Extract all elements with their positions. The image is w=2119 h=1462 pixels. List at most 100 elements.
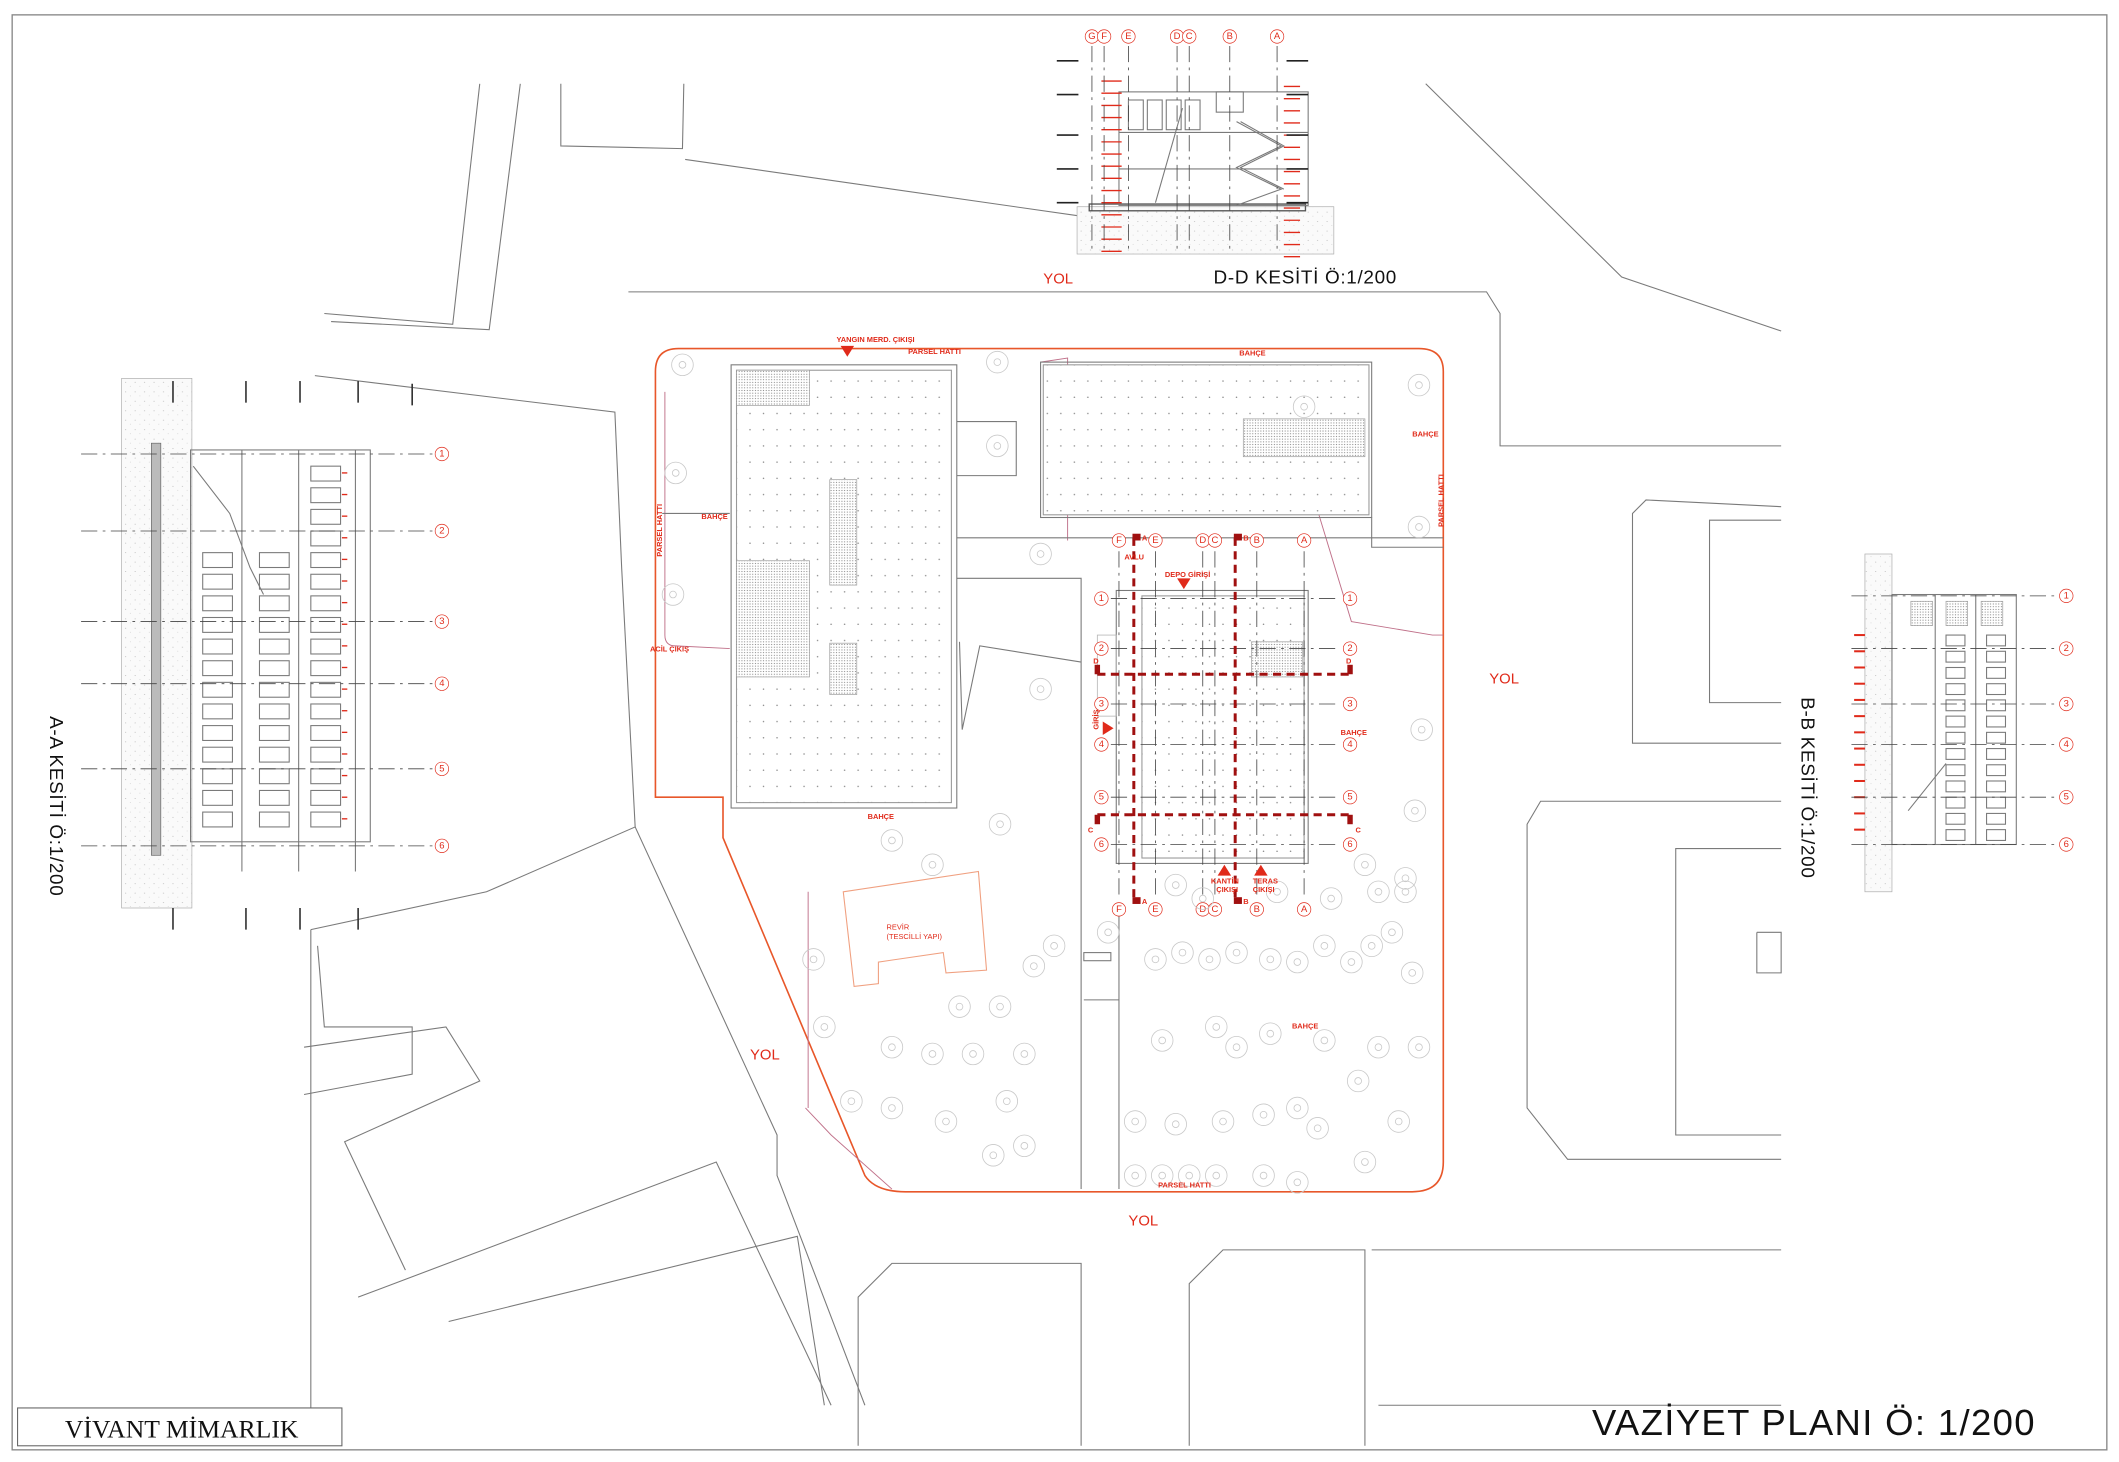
tree-icon <box>1252 1103 1275 1126</box>
terrace-exit-label: ÇIKIŞI <box>1253 885 1275 894</box>
bb-grid-row-2-label: 2 <box>2064 643 2069 654</box>
tree-icon <box>1292 395 1316 418</box>
aa-grid-row-1-label: 1 <box>439 449 444 460</box>
grid-column-A: A <box>1297 902 1312 917</box>
garden-label: BAHÇE <box>868 812 894 821</box>
trees <box>661 350 1433 1194</box>
tree-icon <box>802 948 825 971</box>
tree-icon <box>1096 921 1120 944</box>
tree-icon <box>1313 1029 1336 1052</box>
aa-grid-row-4-label: 4 <box>439 678 444 689</box>
grid-row-5-label: 5 <box>1099 792 1104 803</box>
grid-row-1: 1 <box>1094 591 1109 606</box>
garden-label: BAHÇE <box>1239 348 1265 357</box>
tree-icon <box>1319 887 1343 910</box>
context-lines <box>303 83 1782 1446</box>
cut-label-a: A <box>1142 897 1148 906</box>
bb-grid-row-5-label: 5 <box>2064 792 2069 803</box>
tree-icon <box>988 813 1012 836</box>
tree-icon <box>1123 1164 1147 1187</box>
garden-label: BAHÇE <box>701 512 727 521</box>
tree-icon <box>1387 1110 1410 1133</box>
grid-row-2: 2 <box>1094 641 1109 656</box>
road-label: YOL <box>1128 1214 1158 1230</box>
dd-grid-column-A-label: A <box>1274 31 1281 42</box>
grid-column-E: E <box>1148 533 1163 548</box>
bb-grid-row-1-label: 1 <box>2064 590 2069 601</box>
tree-icon <box>1252 1164 1275 1187</box>
aa-grid-row-6-label: 6 <box>439 840 444 851</box>
tree-icon <box>1367 880 1390 904</box>
bb-grid-row-3-label: 3 <box>2064 698 2069 709</box>
grid-column-C-label: C <box>1211 904 1218 915</box>
grid-column-A-label: A <box>1301 904 1308 915</box>
aa-grid-row-2-label: 2 <box>439 526 444 537</box>
tree-icon <box>1225 1035 1248 1059</box>
canteen-exit-label: ÇIKIŞI <box>1216 885 1238 894</box>
tree-icon <box>661 583 685 606</box>
fire-exit-arrow-icon <box>840 345 855 357</box>
grid-row-6: 6 <box>1342 837 1358 852</box>
cut-label-b: B <box>1243 533 1249 542</box>
grid-column-F-label: F <box>1116 535 1122 546</box>
tree-icon <box>1211 1110 1235 1133</box>
tree-icon <box>1410 718 1433 741</box>
grid-column-F-label: F <box>1116 904 1122 915</box>
tree-icon <box>1306 1117 1329 1140</box>
dd-grid-column-E-label: E <box>1125 31 1131 42</box>
grid-row-1-label: 1 <box>1099 593 1104 604</box>
firm-title-box <box>17 1407 343 1447</box>
dd-grid-column-B: B <box>1222 29 1237 44</box>
fire-exit-label: YANGIN MERD. ÇIKIŞI <box>837 335 915 344</box>
firm-name: VİVANT MİMARLIK <box>65 1415 299 1444</box>
dd-grid-column-A: A <box>1269 29 1285 44</box>
tree-icon <box>880 1096 904 1120</box>
aa-grid-row-5-label: 5 <box>439 763 444 774</box>
tree-icon <box>1313 934 1336 958</box>
emergency-exit-label: ACİL ÇIKIŞ <box>650 644 689 653</box>
grid-row-6: 6 <box>1094 837 1109 852</box>
parcel-line-label: PARSEL HATTI <box>1158 1181 1211 1190</box>
garden-label: BAHÇE <box>1292 1021 1318 1030</box>
grid-row-6-label: 6 <box>1099 839 1104 850</box>
dd-grid-column-E: E <box>1121 29 1136 44</box>
grid-column-A-label: A <box>1301 535 1308 546</box>
tree-icon <box>1380 921 1404 944</box>
tree-icon <box>1123 1110 1147 1133</box>
tree-icon <box>1144 948 1167 971</box>
grid-row-4-label: 4 <box>1099 739 1104 750</box>
grid-row-5: 5 <box>1342 790 1358 805</box>
tree-icon <box>1403 799 1427 822</box>
cut-label-b: B <box>1243 897 1249 906</box>
tree-icon <box>1042 934 1066 958</box>
grid-row-4-label: 4 <box>1347 739 1352 750</box>
tree-icon <box>1013 1134 1036 1158</box>
cut-label-d: D <box>1093 656 1099 665</box>
canteen-exit-label: KANTİN <box>1211 877 1239 886</box>
bb-grid-row-4: 4 <box>2059 737 2074 752</box>
terrace-exit-arrow-icon <box>1254 864 1268 876</box>
tree-icon <box>671 353 694 377</box>
building-north-west <box>730 364 958 809</box>
bb-grid-row-6: 6 <box>2059 837 2074 852</box>
grid-row-3-label: 3 <box>1099 698 1104 709</box>
bb-grid-row-4-label: 4 <box>2064 739 2069 750</box>
grid-row-3: 3 <box>1342 696 1358 712</box>
grid-column-A: A <box>1297 533 1312 548</box>
tree-icon <box>982 1144 1005 1167</box>
tree-icon <box>1150 1029 1174 1052</box>
building-north-east <box>1040 361 1373 519</box>
parcel-line-label: PARSEL HATTI <box>655 504 664 557</box>
infirmary-building: REVİR (TESCİLLİ YAPI) <box>842 870 988 987</box>
tree-icon <box>1394 867 1417 890</box>
tree-icon <box>1360 934 1383 958</box>
cut-label-c: C <box>1088 825 1094 834</box>
grid-column-C: C <box>1207 533 1223 548</box>
grid-row-1: 1 <box>1342 591 1358 606</box>
dd-grid-column-B-label: B <box>1227 31 1233 42</box>
dd-grid-column-G-label: G <box>1088 31 1095 42</box>
tree-icon <box>986 434 1009 458</box>
